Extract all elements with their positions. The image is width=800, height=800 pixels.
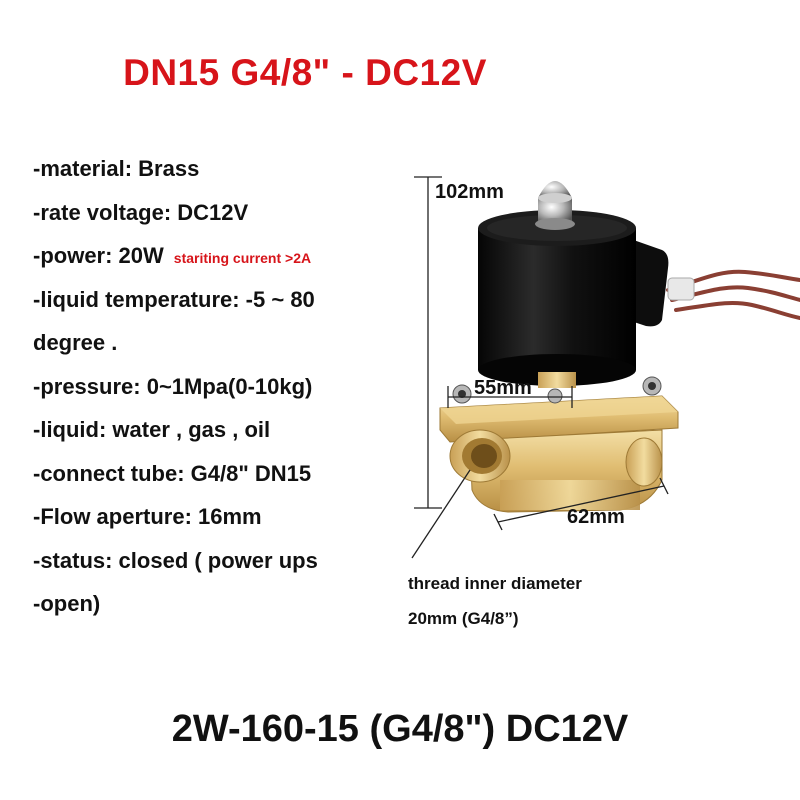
spec-pressure: -pressure: 0~1Mpa(0-10kg) bbox=[33, 373, 313, 399]
spec-status-cont: -open) bbox=[33, 591, 101, 616]
coil-width-dimension-line bbox=[447, 386, 573, 408]
product-title: DN15 G4/8" - DC12V bbox=[123, 52, 487, 93]
height-dimension-line bbox=[414, 176, 442, 509]
bonnet-flange bbox=[439, 376, 679, 443]
spec-connect-tube: -connect tube: G4/8" DN15 bbox=[33, 460, 312, 486]
power-note: stariting current >2A bbox=[173, 250, 312, 266]
spec-liquid: -liquid: water , gas , oil bbox=[33, 417, 271, 442]
cable-gland bbox=[667, 277, 695, 301]
model-number: 2W-160-15 (G4/8") DC12V bbox=[171, 708, 629, 750]
height-label: 102mm bbox=[435, 181, 504, 203]
spec-list: -material: Brass -rate voltage: DC12V -p… bbox=[33, 152, 403, 631]
coil-housing bbox=[478, 210, 636, 386]
spec-power-text: -power: 20W bbox=[33, 243, 164, 268]
valve-body bbox=[449, 429, 663, 513]
spec-power: -power: 20W stariting current >2A bbox=[33, 239, 403, 283]
thread-leader-line bbox=[411, 469, 471, 559]
connector-box bbox=[628, 238, 669, 327]
spec-temperature-unit: degree . bbox=[33, 330, 118, 355]
spec-voltage: -rate voltage: DC12V bbox=[33, 199, 249, 225]
coil-width-label: 55mm bbox=[474, 377, 532, 399]
spec-material: -material: Brass bbox=[33, 156, 200, 181]
spec-status: -status: closed ( power ups bbox=[33, 547, 318, 573]
spec-flow-aperture: -Flow aperture: 16mm bbox=[33, 504, 262, 529]
thread-label-line1: thread inner diameter bbox=[408, 574, 582, 593]
length-label: 62mm bbox=[567, 506, 625, 528]
thread-label-line2: 20mm (G4/8”) bbox=[408, 609, 519, 628]
length-dimension-line bbox=[493, 477, 669, 531]
spec-temperature: -liquid temperature: -5 ~ 80 bbox=[33, 286, 315, 312]
solenoid-valve-illustration bbox=[411, 176, 800, 559]
armature-tube bbox=[538, 372, 576, 388]
cap-nut bbox=[535, 181, 575, 230]
